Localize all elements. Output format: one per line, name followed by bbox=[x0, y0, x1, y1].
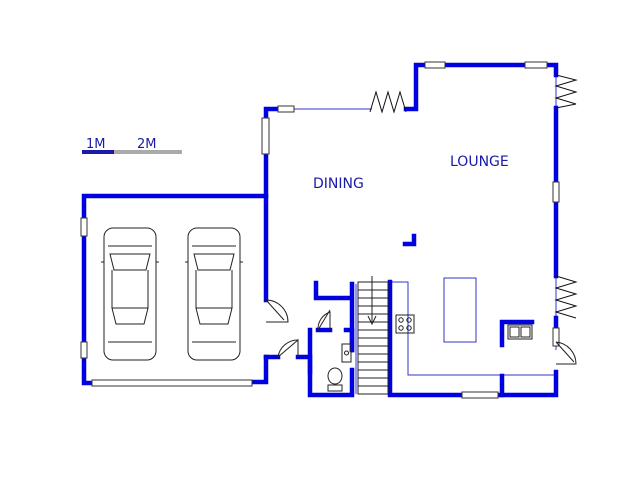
windows bbox=[80, 61, 560, 399]
car-icon bbox=[185, 227, 243, 361]
walls bbox=[81, 62, 559, 398]
house-wall-top-right bbox=[403, 62, 559, 112]
room-label-lounge: LOUNGE bbox=[450, 154, 509, 170]
doors bbox=[265, 299, 577, 365]
sink-icon bbox=[507, 324, 533, 340]
basin-icon bbox=[341, 343, 352, 363]
car-icon bbox=[101, 227, 159, 361]
garage-wall bbox=[81, 193, 269, 386]
kitchen-wall-bottom bbox=[387, 279, 505, 398]
room-label-dining: DINING bbox=[313, 176, 364, 192]
folding-doors bbox=[369, 74, 578, 319]
dining-nib bbox=[402, 233, 417, 247]
kitchen-counter bbox=[499, 319, 535, 348]
stair-wall bbox=[313, 280, 355, 353]
scale-bar: 1M 2M bbox=[82, 137, 182, 154]
staircase-icon bbox=[357, 276, 389, 395]
bathroom-wall bbox=[307, 327, 355, 398]
toilet-icon bbox=[327, 367, 343, 392]
stove-icon bbox=[395, 314, 415, 334]
service-wall-left bbox=[263, 354, 313, 375]
house-wall-bottom-right bbox=[499, 369, 559, 398]
scale-label-2m: 2M bbox=[137, 137, 157, 152]
interior-lines bbox=[292, 70, 557, 394]
scale-label-1m: 1M bbox=[86, 137, 106, 152]
house-wall-top-left bbox=[263, 106, 295, 199]
